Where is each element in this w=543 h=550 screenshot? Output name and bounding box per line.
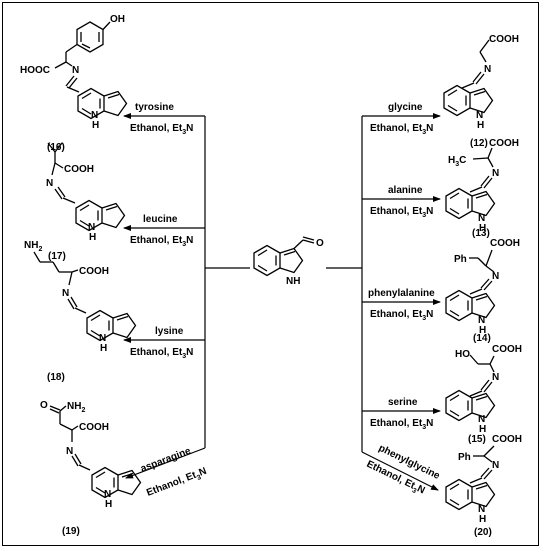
phenyl: Ph (454, 254, 467, 265)
arrow-asparagine: asparagine Ethanol, Et3N (125, 445, 209, 501)
amine: NH2 (24, 240, 42, 253)
svg-text:H: H (105, 499, 112, 510)
product-17-leucine: COOH N N H (17) (46, 142, 126, 262)
compound-number: (17) (48, 251, 66, 262)
carboxyl: COOH (492, 344, 522, 355)
svg-text:H: H (477, 120, 484, 131)
indole-nh: N (478, 504, 485, 515)
imine-n: N (492, 460, 499, 471)
conditions-label: Ethanol, Et3N (370, 206, 433, 219)
arrow-serine: serine Ethanol, Et3N (362, 397, 441, 431)
carbonyl-o: O (40, 400, 48, 411)
arrow-leucine: leucine Ethanol, Et3N (123, 214, 205, 248)
svg-text:H: H (479, 514, 486, 525)
reagent-label: leucine (143, 214, 178, 225)
methyl: H3C (448, 155, 466, 168)
indole-nh: N (91, 110, 98, 121)
imine-n: N (492, 168, 499, 179)
reagent-label: asparagine (139, 445, 193, 474)
arrow-phenylglycine: phenylglycine Ethanol, Et3N (361, 443, 442, 496)
reagent-label: alanine (388, 185, 423, 196)
indole-3-carbaldehyde: O NH (253, 236, 324, 287)
svg-text:H: H (100, 343, 107, 354)
arrow-alanine: alanine Ethanol, Et3N (362, 185, 441, 219)
compound-number: (13) (472, 228, 490, 239)
svg-text:H: H (92, 120, 99, 131)
svg-text:H: H (479, 223, 486, 234)
carboxyl: COOH (490, 238, 520, 249)
hydroxyl: OH (110, 14, 125, 25)
hydroxyl: HO (455, 349, 470, 360)
carboxyl: COOH (492, 434, 522, 445)
compound-number: (20) (474, 527, 492, 538)
amide-nh2: NH2 (67, 401, 85, 414)
indole-nh: N (478, 414, 485, 425)
conditions-label: Ethanol, Et3N (145, 466, 209, 501)
reagent-label: phenylalanine (368, 288, 435, 299)
carboxyl: COOH (79, 422, 109, 433)
reagent-label: tyrosine (135, 102, 174, 113)
reagent-label: lysine (155, 326, 184, 337)
conditions-label: Ethanol, Et3N (370, 309, 433, 322)
product-15-serine: COOH HO N N H (15) (445, 344, 522, 445)
carboxyl: HOOC (20, 65, 50, 76)
indole-nh: N (99, 333, 106, 344)
svg-text:H: H (479, 325, 486, 336)
compound-number: (19) (62, 526, 80, 537)
reagent-label: glycine (388, 102, 423, 113)
aldehyde-oxygen: O (316, 238, 324, 249)
compound-number: (14) (473, 333, 491, 344)
product-12-glycine: COOH N N H (12) (443, 34, 519, 149)
product-20-phenylglycine: COOH Ph N N H (20) (445, 434, 522, 538)
product-19-asparagine: O NH2 COOH N N H (19) (40, 400, 142, 537)
arrow-glycine: glycine Ethanol, Et3N (362, 102, 441, 136)
conditions-label: Ethanol, Et3N (130, 123, 193, 136)
conditions-label: Ethanol, Et3N (130, 235, 193, 248)
product-18-lysine: NH2 COOH N N H (18) (24, 240, 137, 383)
arrow-phenylalanine: phenylalanine Ethanol, Et3N (362, 288, 441, 322)
arrow-lysine: lysine Ethanol, Et3N (123, 326, 205, 360)
compound-number: (15) (468, 434, 486, 445)
conditions-label: Ethanol, Et3N (370, 123, 433, 136)
indole-nh: NH (286, 276, 300, 287)
imine-n: N (492, 271, 499, 282)
product-14-phenylalanine: COOH Ph N N H (14) (445, 238, 520, 344)
svg-text:H: H (89, 232, 96, 243)
compound-number: (18) (47, 372, 65, 383)
imine-n: N (62, 288, 69, 299)
conditions-label: Ethanol, Et3N (370, 418, 433, 431)
imine-n: N (46, 178, 53, 189)
imine-n: N (72, 65, 79, 76)
compound-number: (12) (470, 138, 488, 149)
indole-nh: N (476, 110, 483, 121)
compound-number: (16) (47, 142, 65, 153)
svg-text:H: H (479, 424, 486, 435)
imine-n: N (492, 372, 499, 383)
indole-nh: N (478, 213, 485, 224)
carboxyl: COOH (64, 164, 94, 175)
carboxyl: COOH (79, 266, 109, 277)
indole-nh: N (104, 489, 111, 500)
reagent-label: serine (388, 397, 418, 408)
conditions-label: Ethanol, Et3N (130, 347, 193, 360)
indole-nh: N (478, 315, 485, 326)
product-16-tyrosine: OH HOOC N N H (16) (20, 14, 128, 153)
carboxyl: COOH (489, 138, 519, 149)
phenyl: Ph (458, 452, 471, 463)
product-13-alanine: COOH H3C N N H (13) (445, 138, 519, 239)
imine-n: N (484, 64, 491, 75)
arrow-tyrosine: tyrosine Ethanol, Et3N (123, 102, 205, 136)
indole-nh: N (88, 222, 95, 233)
carboxyl: COOH (489, 34, 519, 45)
imine-n: N (66, 446, 73, 457)
figure-frame (2, 2, 539, 546)
